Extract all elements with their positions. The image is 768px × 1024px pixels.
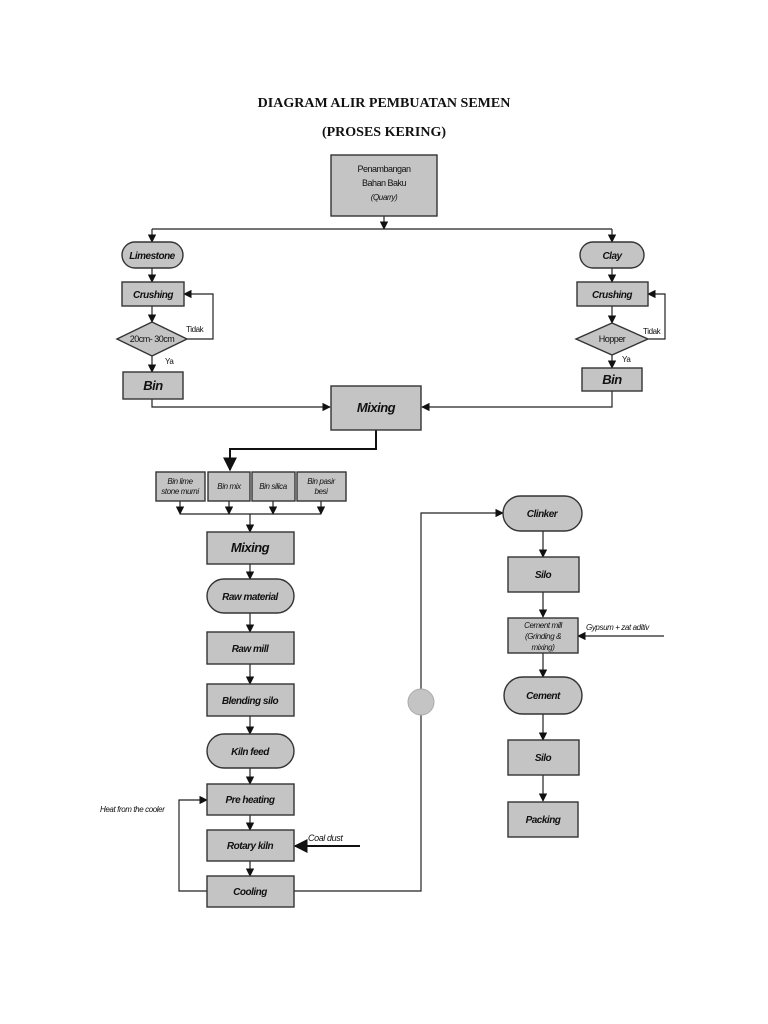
svg-text:mixing): mixing) [532,643,556,652]
node-mixing-top: Mixing [330,385,422,431]
svg-text:Bin silica: Bin silica [259,482,288,491]
node-bin-silica: Bin silica [251,471,296,502]
svg-text:Hopper: Hopper [599,334,626,344]
svg-text:20cm- 30cm: 20cm- 30cm [130,334,175,344]
label-tidak-left: Tidak [186,325,205,334]
node-bin-mix: Bin mix [207,471,251,502]
edge-bin-left-mixing [151,399,331,412]
svg-text:Silo: Silo [535,570,552,581]
svg-text:Cooling: Cooling [233,887,267,898]
svg-text:Cement mill: Cement mill [524,621,562,630]
edge-heat-loop [178,795,208,892]
svg-text:Bin lime: Bin lime [167,477,193,486]
edge-tidak-loop-left [183,289,214,340]
off-page-connector [407,688,435,716]
svg-text:(Quarry): (Quarry) [371,193,398,202]
svg-text:Bin: Bin [143,378,163,393]
node-cement-mill: Cement mill (Grinding & mixing) [507,617,579,654]
svg-text:Crushing: Crushing [592,290,632,301]
node-raw-mill: Raw mill [206,631,295,665]
svg-text:Kiln feed: Kiln feed [231,747,270,758]
node-raw-material: Raw material [206,578,295,614]
label-ya-right: Ya [622,355,631,364]
svg-text:Mixing: Mixing [357,400,396,415]
node-blending-silo: Blending silo [206,683,295,717]
svg-text:Crushing: Crushing [133,290,173,301]
svg-text:Pre heating: Pre heating [226,795,275,806]
svg-text:Blending silo: Blending silo [222,696,279,707]
svg-text:Bin pasir: Bin pasir [307,477,335,486]
edge-bin-right-mixing [421,391,613,412]
label-coal-dust: Coal dust [308,833,343,843]
svg-text:Rotary kiln: Rotary kiln [227,841,274,852]
node-packing: Packing [507,801,579,838]
svg-text:Clinker: Clinker [527,509,559,520]
svg-text:Bin: Bin [602,372,622,387]
node-mixing-2: Mixing [206,531,295,565]
node-bin-pasir-besi: Bin pasir besi [296,471,347,502]
node-pre-heating: Pre heating [206,783,295,816]
svg-text:Raw mill: Raw mill [232,644,269,655]
svg-text:stone murni: stone murni [161,487,199,496]
svg-text:Bahan Baku: Bahan Baku [362,178,407,188]
node-cement: Cement [503,676,583,715]
diagram-title: DIAGRAM ALIR PEMBUATAN SEMEN [258,96,511,111]
node-rotary-kiln: Rotary kiln [206,829,295,862]
node-silo-1: Silo [507,556,580,593]
svg-text:Limestone: Limestone [129,251,175,262]
svg-text:Silo: Silo [535,753,552,764]
svg-text:Mixing: Mixing [231,540,270,555]
diagram-subtitle: (PROSES KERING) [322,125,446,140]
node-crushing-left: Crushing [121,281,185,307]
label-gypsum: Gypsum + zat aditiv [586,623,650,632]
node-bin-left: Bin [122,371,184,400]
node-clay: Clay [579,241,645,269]
svg-text:besi: besi [314,487,328,496]
svg-text:Clay: Clay [602,251,622,262]
node-crushing-right: Crushing [576,281,649,307]
svg-text:Packing: Packing [526,815,561,826]
node-decision-hopper: Hopper [574,322,650,356]
node-kiln-feed: Kiln feed [206,733,295,769]
label-ya-left: Ya [165,357,174,366]
edge-mixing-bins [223,430,377,472]
edge-tidak-loop-right [647,289,666,340]
svg-text:Cement: Cement [526,691,561,702]
node-cooling: Cooling [206,875,295,908]
node-decision-size: 20cm- 30cm [115,321,189,357]
svg-text:Raw material: Raw material [222,592,278,603]
svg-text:(Grinding &: (Grinding & [525,632,561,641]
svg-text:Bin mix: Bin mix [217,482,242,491]
node-silo-2: Silo [507,739,580,776]
svg-text:Penambangan: Penambangan [357,164,411,174]
label-heat-from-cooler: Heat from the cooler [100,805,165,814]
node-limestone: Limestone [121,241,184,269]
node-bin-limestone: Bin lime stone murni [155,471,206,502]
node-clinker: Clinker [502,495,583,532]
label-tidak-right: Tidak [643,327,662,336]
node-bin-right: Bin [581,367,643,392]
node-quarry: Penambangan Bahan Baku (Quarry) [330,154,438,217]
